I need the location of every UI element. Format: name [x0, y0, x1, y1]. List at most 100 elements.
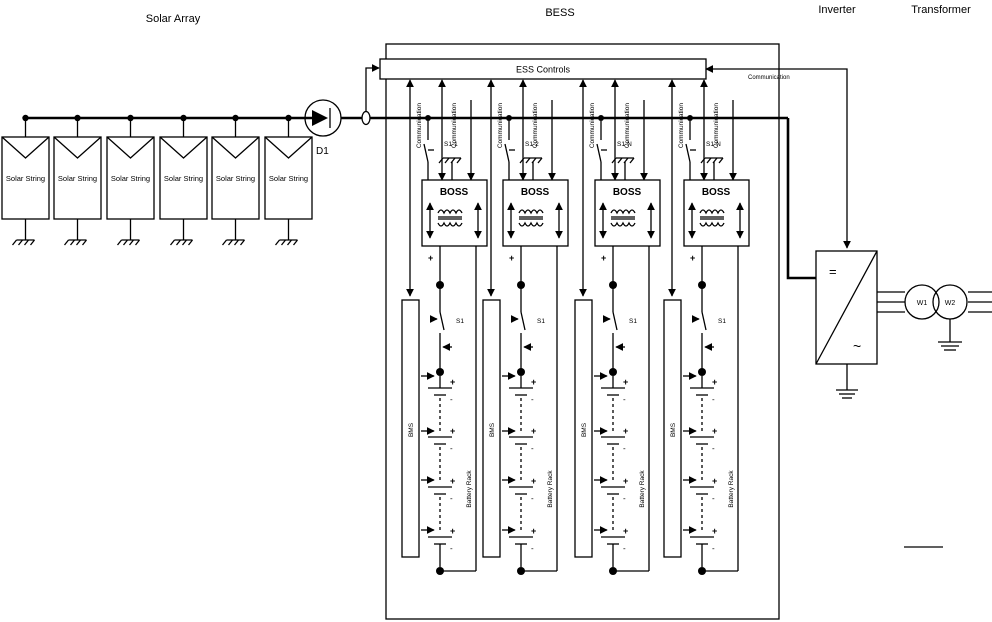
- bms-bar: [482, 299, 501, 558]
- bess-title: BESS: [545, 7, 574, 19]
- boss-coil-bottom: [437, 221, 463, 227]
- current-sensor: [361, 110, 371, 126]
- panel-cell-mark: [1, 136, 50, 159]
- communication-label: Communication: [416, 103, 423, 149]
- boss-coil-bottom: [610, 221, 636, 227]
- cell-minus-label: -: [623, 544, 626, 553]
- winding-w2: W2: [945, 300, 956, 307]
- cell-minus-label: -: [712, 494, 715, 503]
- boss-plus-label: +: [601, 253, 606, 263]
- solar-string-5: Solar String: [211, 114, 260, 246]
- cell-plus-label: +: [531, 526, 536, 536]
- boss-plus-label: +: [690, 253, 695, 263]
- rack-switch-label: S1: [537, 318, 545, 325]
- winding-w1: W1: [917, 300, 928, 307]
- boss-label: BOSS: [613, 187, 642, 198]
- panel-cell-mark: [211, 136, 260, 159]
- transformer-title: Transformer: [911, 4, 971, 16]
- battery-cell-1: +-: [594, 377, 628, 435]
- inverter-communication-label: Communication: [748, 75, 790, 81]
- boss-plus-label: +: [509, 253, 514, 263]
- solar-ground-icon: [63, 239, 88, 246]
- communication-label: Communication: [589, 103, 596, 149]
- panel-cell-mark: [264, 136, 313, 159]
- boss-ground-icon: [438, 157, 462, 164]
- inverter-title: Inverter: [818, 4, 856, 16]
- battery-cell-2: +-: [683, 426, 717, 484]
- cell-plus-label: +: [712, 526, 717, 536]
- communication-label: Communication: [624, 103, 631, 149]
- communication-label: Communication: [678, 103, 685, 149]
- boss-label: BOSS: [440, 187, 469, 198]
- cell-plus-label: +: [531, 377, 536, 387]
- cell-minus-label: -: [450, 494, 453, 503]
- switch-blade: [423, 143, 429, 163]
- terminal-dot: [436, 567, 444, 575]
- boss-coil-bottom: [518, 221, 544, 227]
- cell-minus-label: -: [623, 494, 626, 503]
- diode-label: D1: [316, 146, 329, 157]
- communication-label: Communication: [497, 103, 504, 149]
- bms-label: BMS: [408, 422, 415, 437]
- cell-minus-label: -: [623, 395, 626, 404]
- rack-switch-label: S1: [718, 318, 726, 325]
- solar-string-4: Solar String: [159, 114, 208, 246]
- battery-cell-1: +-: [502, 377, 536, 435]
- battery-cell-3: +-: [683, 476, 717, 534]
- bus-junction: [598, 115, 604, 121]
- solar-to-controls-link: [365, 64, 380, 111]
- ess-controls-label: ESS Controls: [516, 65, 571, 75]
- cell-minus-label: -: [450, 444, 453, 453]
- cell-plus-label: +: [623, 426, 628, 436]
- terminal-dot: [698, 368, 706, 376]
- solar-string-label: Solar String: [216, 174, 255, 183]
- panel-cell-mark: [106, 136, 155, 159]
- bms-bar: [401, 299, 420, 558]
- switch-label: S1-N: [617, 141, 632, 148]
- solar-ground-icon: [274, 239, 299, 246]
- cell-minus-label: -: [531, 395, 534, 404]
- inverter-communication-link: [705, 65, 851, 249]
- solar-panel: [1, 136, 50, 220]
- switch-label: S1-1: [444, 141, 458, 148]
- solar-string-6: Solar String: [264, 114, 313, 246]
- rack-switch-blade: [701, 311, 707, 331]
- solar-panel: [211, 136, 260, 220]
- boss-coil-top: [610, 209, 636, 215]
- cell-plus-label: +: [450, 377, 455, 387]
- inverter-feed: [786, 118, 816, 280]
- solar-string-label: Solar String: [58, 174, 97, 183]
- boss-coil-top: [437, 209, 463, 215]
- boss-coil-top: [518, 209, 544, 215]
- battery-cell-3: +-: [502, 476, 536, 534]
- cell-plus-label: +: [623, 526, 628, 536]
- battery-cell-1: +-: [421, 377, 455, 435]
- switch-blade: [596, 143, 602, 163]
- inverter-ac-symbol: ~: [853, 338, 861, 354]
- cell-minus-label: -: [450, 544, 453, 553]
- cell-minus-label: -: [712, 544, 715, 553]
- bms-bar: [574, 299, 593, 558]
- rack-switch-blade: [612, 311, 618, 331]
- boss-ground-icon: [519, 157, 543, 164]
- battery-rack-label: Battery Rack: [547, 470, 554, 508]
- cell-plus-label: +: [712, 377, 717, 387]
- battery-cell-3: +-: [594, 476, 628, 534]
- boss-plus-label: +: [428, 253, 433, 263]
- solar-ground-icon: [116, 239, 141, 246]
- inverter-dc-symbol: =: [829, 264, 837, 279]
- boss-ground-icon: [700, 157, 724, 164]
- solar-array-title: Solar Array: [146, 13, 201, 25]
- solar-string-1: Solar String: [1, 114, 50, 246]
- cell-minus-label: -: [531, 494, 534, 503]
- terminal-dot: [609, 567, 617, 575]
- terminal-dot: [517, 368, 525, 376]
- rack-switch-blade: [520, 311, 526, 331]
- solar-panel: [264, 136, 313, 220]
- solar-panel: [53, 136, 102, 220]
